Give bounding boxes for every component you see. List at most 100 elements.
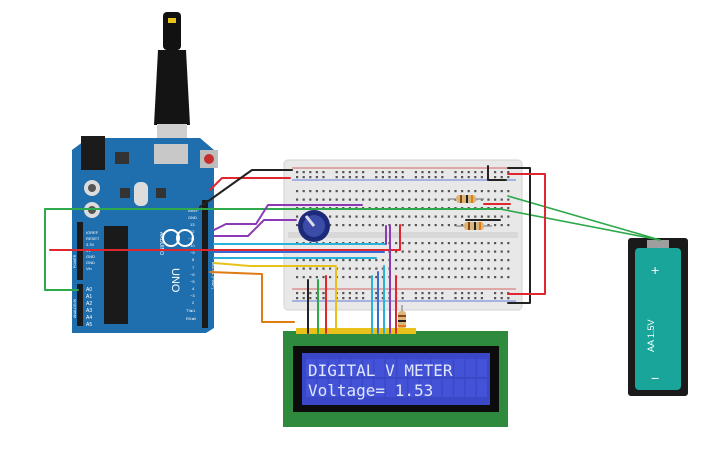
breadboard-hole: [500, 215, 503, 218]
breadboard-hole: [302, 176, 305, 179]
lcd-cell-grid: [306, 359, 487, 397]
breadboard-hole: [467, 215, 470, 218]
breadboard-hole: [368, 190, 371, 193]
breadboard-hole: [315, 171, 318, 174]
breadboard-hole: [474, 276, 477, 279]
breadboard-hole: [467, 297, 470, 300]
breadboard-hole: [461, 224, 464, 227]
breadboard-hole: [467, 176, 470, 179]
breadboard-hole: [342, 292, 345, 295]
breadboard-hole: [408, 242, 411, 245]
breadboard-hole: [375, 292, 378, 295]
breadboard-hole: [434, 176, 437, 179]
breadboard-hole: [454, 215, 457, 218]
breadboard-hole: [362, 224, 365, 227]
breadboard-hole: [474, 171, 477, 174]
breadboard-hole: [296, 224, 299, 227]
pin-label: 2: [192, 300, 195, 305]
breadboard-hole: [322, 171, 325, 174]
breadboard-hole: [348, 190, 351, 193]
breadboard-hole: [480, 242, 483, 245]
breadboard-hole: [421, 215, 424, 218]
breadboard-hole: [507, 171, 510, 174]
breadboard-hole: [408, 224, 411, 227]
breadboard-hole: [408, 276, 411, 279]
breadboard-hole: [395, 267, 398, 270]
breadboard-hole: [348, 176, 351, 179]
atmega-chip: [104, 226, 128, 324]
breadboard-hole: [348, 276, 351, 279]
board-brand: UNO: [169, 268, 181, 293]
breadboard-hole: [342, 267, 345, 270]
breadboard-hole: [322, 190, 325, 193]
breadboard-hole: [414, 250, 417, 253]
breadboard-hole: [408, 259, 411, 262]
breadboard-hole: [329, 267, 332, 270]
lcd-cell: [465, 359, 476, 377]
breadboard-hole: [362, 297, 365, 300]
breadboard-hole: [494, 224, 497, 227]
pin-label: 12: [190, 229, 195, 234]
pin-label: GND: [188, 215, 197, 220]
lcd-cell: [385, 379, 396, 397]
pin-label: GND: [86, 254, 95, 259]
breadboard-hole: [441, 292, 444, 295]
breadboard-hole: [421, 224, 424, 227]
breadboard-hole: [381, 215, 384, 218]
breadboard-hole: [302, 259, 305, 262]
breadboard-hole: [500, 242, 503, 245]
reset-button-icon[interactable]: [200, 150, 218, 168]
breadboard-hole: [329, 190, 332, 193]
breadboard-hole: [381, 292, 384, 295]
breadboard-hole: [296, 176, 299, 179]
breadboard-hole: [500, 250, 503, 253]
breadboard-hole: [480, 250, 483, 253]
pin-label: ~9: [190, 250, 195, 255]
breadboard-hole: [434, 267, 437, 270]
breadboard-hole: [342, 176, 345, 179]
breadboard-hole: [401, 242, 404, 245]
breadboard-hole: [461, 215, 464, 218]
breadboard-hole: [494, 250, 497, 253]
breadboard-hole: [494, 297, 497, 300]
breadboard-hole: [309, 292, 312, 295]
breadboard-hole: [474, 297, 477, 300]
breadboard-hole: [428, 242, 431, 245]
breadboard-hole: [474, 176, 477, 179]
breadboard-hole: [302, 198, 305, 201]
breadboard-hole: [375, 276, 378, 279]
breadboard-hole: [487, 250, 490, 253]
breadboard-hole: [454, 292, 457, 295]
breadboard-hole: [375, 297, 378, 300]
potentiometer-icon[interactable]: [298, 210, 330, 242]
breadboard-hole: [335, 224, 338, 227]
breadboard-hole: [395, 242, 398, 245]
breadboard-hole: [381, 190, 384, 193]
breadboard-hole: [414, 292, 417, 295]
lcd-cell: [397, 379, 408, 397]
breadboard-hole: [395, 171, 398, 174]
breadboard-hole: [454, 250, 457, 253]
breadboard-hole: [322, 292, 325, 295]
breadboard-hole: [296, 171, 299, 174]
breadboard-hole: [441, 276, 444, 279]
breadboard-hole: [335, 171, 338, 174]
lcd-cell: [385, 359, 396, 377]
battery-label: AA 1.5V: [646, 319, 656, 352]
breadboard-hole: [355, 297, 358, 300]
breadboard-hole: [467, 292, 470, 295]
breadboard-hole: [487, 242, 490, 245]
breadboard-hole: [507, 198, 510, 201]
breadboard-hole: [375, 171, 378, 174]
breadboard-hole: [441, 224, 444, 227]
breadboard-hole: [315, 190, 318, 193]
pin-label: TX▸1: [186, 308, 196, 313]
breadboard-hole: [441, 297, 444, 300]
lcd-cell: [340, 359, 351, 377]
breadboard-hole: [355, 198, 358, 201]
breadboard-hole: [434, 242, 437, 245]
breadboard-hole: [408, 198, 411, 201]
breadboard-hole: [342, 190, 345, 193]
breadboard-hole: [467, 267, 470, 270]
breadboard-hole: [375, 224, 378, 227]
